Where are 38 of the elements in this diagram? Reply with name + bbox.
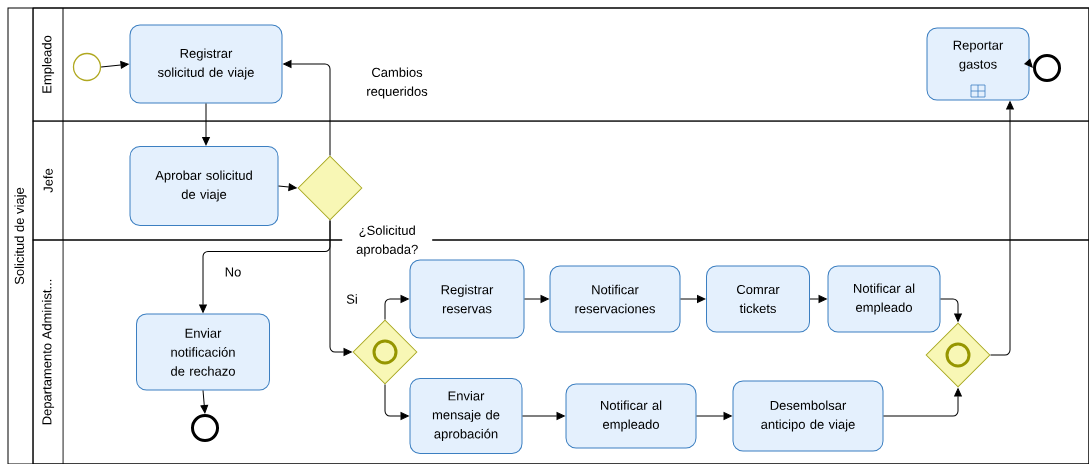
- end-event: [1033, 54, 1061, 82]
- arrow: [940, 298, 962, 322]
- arrow: [522, 412, 565, 420]
- arrow: [200, 390, 209, 414]
- task-box: Registrar reservas: [409, 259, 525, 339]
- arrow: [990, 101, 1014, 356]
- task-box: Aprobar solicitud de viaje: [129, 146, 279, 226]
- task-box: Notificar al empleado: [827, 265, 941, 333]
- arrow: [524, 295, 549, 303]
- arrow: [384, 384, 409, 420]
- end-event: [191, 414, 219, 442]
- arrow: [1024, 58, 1033, 68]
- start-event: [72, 52, 102, 82]
- arrow: [809, 295, 827, 303]
- edge-label: Si: [345, 293, 359, 305]
- task-box: Enviar notificación de rechazo: [136, 313, 270, 391]
- task-box: Desembolsar anticipo de viaje: [732, 380, 884, 452]
- gateway-diamond: [297, 155, 363, 221]
- arrow: [283, 60, 331, 156]
- subprocess-box: Reportar gastos: [926, 27, 1030, 101]
- arrow: [202, 103, 210, 146]
- gateway-diamond: [925, 322, 991, 388]
- edge-label: No: [223, 266, 243, 278]
- arrow: [680, 295, 706, 303]
- arrow: [384, 295, 409, 320]
- task-box: Registrar solicitud de viaje: [129, 24, 283, 104]
- gateway-diamond: [352, 319, 418, 385]
- edge-label: Cambios requeridos: [356, 66, 438, 100]
- task-box: Enviar mensaje de aprobación: [409, 378, 523, 454]
- arrow: [100, 61, 129, 69]
- arrow: [278, 183, 297, 191]
- arrow: [329, 220, 352, 356]
- arrow: [696, 412, 732, 420]
- arrow: [883, 388, 962, 417]
- task-box: Notificar al empleado: [565, 383, 697, 449]
- task-box: Comrar tickets: [706, 265, 810, 333]
- task-box: Notificar reservaciones: [549, 265, 681, 333]
- gateway-label: ¿Solicitud aprobada?: [342, 224, 433, 258]
